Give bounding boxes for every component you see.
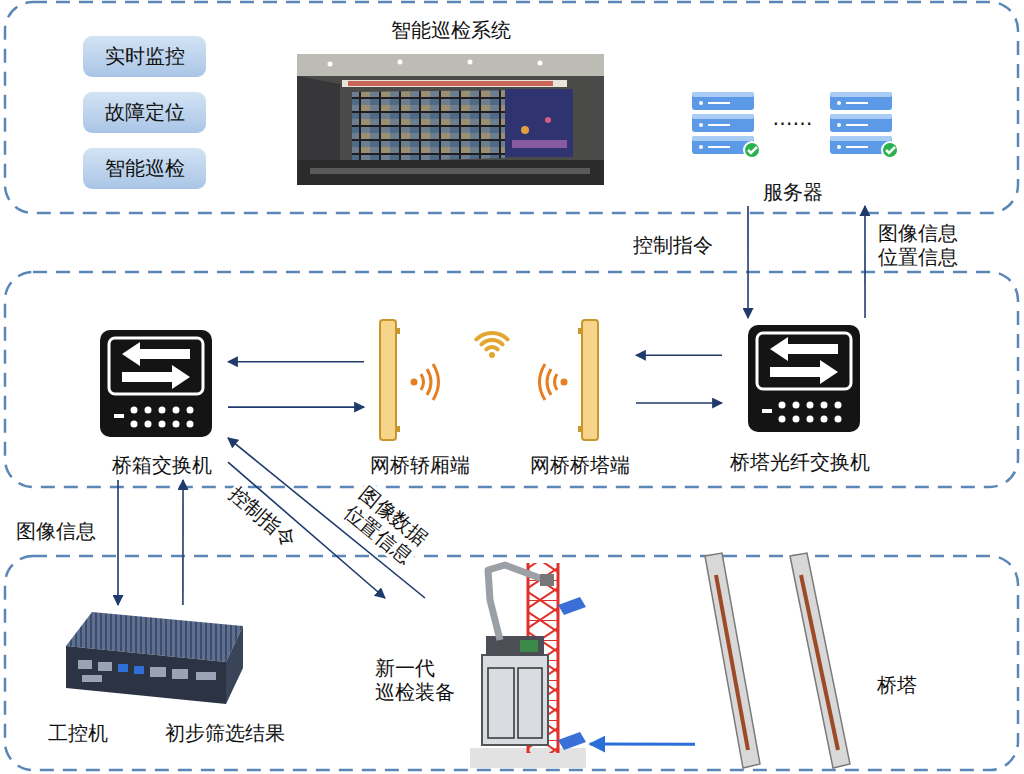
inspection-equipment-figure bbox=[488, 668, 514, 738]
connector-arrow bbox=[228, 406, 364, 408]
industrial-pc-photo bbox=[226, 626, 243, 704]
node-label: 工控机 bbox=[48, 721, 128, 745]
node-label: 故障定位 bbox=[83, 100, 206, 124]
bridge-radio: 网桥轿厢端 bbox=[364, 318, 476, 480]
wifi-symbol bbox=[486, 347, 497, 349]
server-icon bbox=[692, 92, 760, 158]
fiber-switch-box: 桥塔光纤交换机 bbox=[722, 318, 878, 480]
connector-arrow bbox=[590, 743, 695, 746]
edge-label: 图像信息 bbox=[14, 519, 98, 543]
inspection-equipment-figure bbox=[557, 563, 560, 753]
antenna-icon bbox=[540, 320, 599, 440]
screen-wall-photo bbox=[328, 62, 333, 67]
screen-wall-photo bbox=[297, 76, 340, 170]
region-band bbox=[5, 556, 1018, 770]
connector-arrow bbox=[864, 206, 866, 318]
connector-arrow bbox=[747, 206, 749, 318]
menu-button: 智能巡检 bbox=[83, 148, 206, 189]
inspection-equipment-figure bbox=[540, 574, 554, 586]
node-label: 智能巡检系统 bbox=[297, 18, 604, 42]
screen-wall-photo bbox=[297, 54, 604, 76]
wifi-symbol bbox=[481, 340, 502, 344]
switch-icon bbox=[100, 330, 212, 437]
server-icon bbox=[830, 92, 898, 158]
connector-arrow bbox=[636, 354, 722, 356]
screen-wall-photo bbox=[310, 168, 590, 174]
inspection-equipment-figure bbox=[486, 636, 544, 656]
bridge-tower-figure bbox=[716, 575, 748, 750]
screen-wall-photo bbox=[398, 60, 403, 65]
screen-wall: 智能巡检系统 bbox=[297, 16, 604, 186]
node-label: 智能巡检 bbox=[83, 156, 206, 180]
screen-wall-photo bbox=[468, 60, 473, 65]
inspection-equipment-figure bbox=[518, 668, 542, 738]
wifi-symbol bbox=[489, 352, 495, 358]
inspection-equipment-figure bbox=[482, 655, 548, 745]
node-label: 桥箱交换机 bbox=[95, 453, 228, 477]
screen-wall-photo bbox=[545, 117, 551, 123]
bridge-tower-figure bbox=[801, 575, 838, 750]
menu-button: 故障定位 bbox=[83, 92, 206, 133]
wifi-symbol bbox=[476, 333, 507, 358]
node-label: 网桥桥塔端 bbox=[524, 453, 636, 477]
edge-label: 控制指令 bbox=[631, 233, 715, 257]
antenna-icon bbox=[380, 320, 598, 440]
switch-box: 桥箱交换机 bbox=[95, 318, 228, 480]
screen-wall-photo bbox=[297, 160, 604, 185]
bridge-tower-figure bbox=[790, 553, 850, 768]
region-band bbox=[5, 272, 1018, 487]
menu-button: 实时监控 bbox=[83, 36, 206, 77]
industrial-pc-photo bbox=[150, 667, 166, 677]
industrial-pc-photo bbox=[134, 666, 144, 674]
node-label: 新一代 巡检装备 bbox=[375, 656, 459, 704]
inspection-equipment-figure bbox=[488, 565, 545, 640]
industrial-pc-photo bbox=[66, 646, 226, 704]
bridge-radio: 网桥桥塔端 bbox=[524, 318, 636, 480]
region-band bbox=[5, 2, 1018, 213]
edge-label: 图像数据 位置信息 bbox=[338, 480, 433, 570]
industrial-pc-photo bbox=[66, 612, 243, 704]
industrial-pc-photo bbox=[172, 669, 188, 679]
inspection-equipment-figure bbox=[520, 640, 538, 652]
node-label: 桥塔光纤交换机 bbox=[722, 450, 878, 474]
screen-wall-photo bbox=[297, 54, 604, 185]
industrial-pc-photo bbox=[118, 664, 128, 672]
screen-wall-photo bbox=[505, 89, 573, 157]
server-group: …… 服务器 bbox=[685, 84, 900, 206]
connector-arrow bbox=[117, 480, 119, 605]
screen-wall-photo bbox=[538, 61, 543, 66]
switch-icon bbox=[748, 325, 860, 432]
industrial-pc-photo bbox=[82, 675, 102, 682]
inspection-equipment-figure bbox=[558, 597, 586, 615]
industrial-pc-photo bbox=[78, 660, 92, 669]
inspection-equipment-figure bbox=[470, 563, 586, 768]
connector-arrow bbox=[182, 480, 184, 605]
switch-icon bbox=[100, 325, 860, 437]
inspection-equipment-figure bbox=[558, 732, 586, 750]
screen-wall-photo bbox=[512, 140, 567, 148]
node-label: 桥塔 bbox=[877, 673, 925, 697]
bridge-tower-figure bbox=[705, 553, 760, 768]
bridge-tower: 桥塔 bbox=[695, 556, 925, 770]
screen-wall-photo bbox=[342, 80, 567, 87]
industrial-pc-photo bbox=[98, 662, 112, 671]
antenna-icon bbox=[380, 320, 439, 440]
connector-arrow bbox=[228, 361, 364, 363]
node-label: …… bbox=[685, 106, 900, 130]
inspection-equipment: 新一代 巡检装备 bbox=[370, 598, 590, 770]
edge-label: 图像信息 位置信息 bbox=[876, 221, 960, 269]
node-label: 实时监控 bbox=[83, 44, 206, 68]
node-label: 网桥轿厢端 bbox=[364, 453, 476, 477]
connector-arrow bbox=[636, 402, 722, 404]
region-band bbox=[5, 2, 1018, 770]
bridge-tower-figure bbox=[705, 553, 850, 768]
screen-wall-photo bbox=[297, 54, 604, 185]
screen-wall-photo bbox=[348, 81, 553, 86]
screen-wall-photo bbox=[521, 126, 529, 134]
node-label: 服务器 bbox=[685, 180, 900, 204]
note-label: 初步筛选结果 bbox=[165, 721, 285, 745]
industrial-pc-photo bbox=[196, 672, 216, 680]
screen-wall-photo bbox=[352, 90, 505, 162]
